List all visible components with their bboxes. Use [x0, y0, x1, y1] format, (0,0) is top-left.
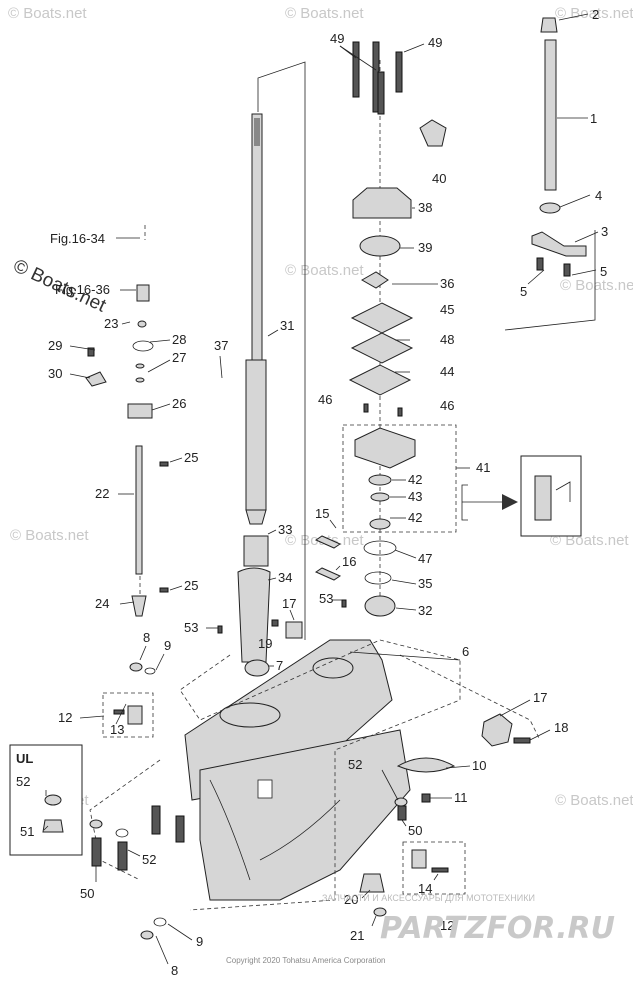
- callouts: 2 1 4 3 5 5 49 49 40 38 39 36 45 48 44 4…: [16, 7, 608, 978]
- trim-tab: [396, 713, 531, 803]
- callout-31: 31: [280, 318, 294, 333]
- callout-23: 23: [104, 316, 118, 331]
- callout-52: 52: [348, 757, 362, 772]
- watermark: © Boats.net: [285, 262, 364, 279]
- callout-46: 46: [440, 398, 454, 413]
- callout-1: 1: [590, 111, 597, 126]
- callout-38: 38: [418, 200, 432, 215]
- callout-41: 41: [476, 460, 490, 475]
- callout-29: 29: [48, 338, 62, 353]
- callout-28: 28: [172, 332, 186, 347]
- callout-44: 44: [440, 364, 454, 379]
- shift-parts: [85, 284, 169, 617]
- callout-8: 8: [171, 963, 178, 978]
- watermark: © Boats.net: [555, 5, 633, 22]
- brand-logo-text: PARTZFOR.RU: [380, 911, 615, 946]
- fig-ref: Fig.16-36: [55, 282, 110, 297]
- callout-11: 11: [454, 790, 468, 805]
- watermark: © Boats.net: [8, 5, 87, 22]
- fig-ref: Fig.16-34: [50, 231, 105, 246]
- callout-4: 4: [595, 188, 602, 203]
- callout-53: 53: [184, 620, 198, 635]
- callout-22: 22: [95, 486, 109, 501]
- water-pump-stack: [348, 41, 447, 617]
- callout-15: 15: [315, 506, 329, 521]
- callout-2: 2: [592, 7, 599, 22]
- watermark: © Boats.net: [560, 277, 633, 294]
- ul-box: UL: [9, 744, 83, 856]
- keys: [217, 535, 347, 639]
- inset-box-14: [402, 841, 466, 895]
- callout-19: 19: [258, 636, 272, 651]
- callout-34: 34: [278, 570, 292, 585]
- part-pipe: [531, 17, 587, 277]
- dashed-outlines: [89, 639, 541, 911]
- callout-24: 24: [95, 596, 109, 611]
- callout-33: 33: [278, 522, 292, 537]
- lower-fasteners: [89, 662, 408, 940]
- callout-32: 32: [418, 603, 432, 618]
- callout-36: 36: [440, 276, 454, 291]
- callout-42: 42: [408, 510, 422, 525]
- callout-17: 17: [533, 690, 547, 705]
- callout-6: 6: [462, 644, 469, 659]
- callout-9: 9: [164, 638, 171, 653]
- callout-35: 35: [418, 576, 432, 591]
- callout-46: 46: [318, 392, 332, 407]
- callout-51: 51: [20, 824, 34, 839]
- callout-12: 12: [440, 918, 454, 933]
- detail-box-41: [342, 424, 582, 537]
- callout-18: 18: [554, 720, 568, 735]
- callout-50: 50: [80, 886, 94, 901]
- callout-50: 50: [408, 823, 422, 838]
- callout-53: 53: [319, 591, 333, 606]
- callout-52: 52: [16, 774, 30, 789]
- callout-30: 30: [48, 366, 62, 381]
- callout-52: 52: [142, 852, 156, 867]
- callout-9: 9: [196, 934, 203, 949]
- callout-13: 13: [110, 722, 124, 737]
- callout-37: 37: [214, 338, 228, 353]
- callout-49: 49: [330, 31, 344, 46]
- callout-21: 21: [350, 928, 364, 943]
- callout-27: 27: [172, 350, 186, 365]
- callout-5: 5: [520, 284, 527, 299]
- gear-case-housing: [184, 639, 411, 901]
- brand-tagline: ЗАПЧАСТИ И АКСЕССУАРЫ ДЛЯ МОТОТЕХНИКИ: [322, 893, 535, 903]
- callout-49: 49: [428, 35, 442, 50]
- callout-3: 3: [601, 224, 608, 239]
- callout-26: 26: [172, 396, 186, 411]
- inset-box-13: [102, 692, 154, 738]
- callout-14: 14: [418, 881, 432, 896]
- fig-references: Fig.16-34 Fig.16-36: [50, 231, 140, 297]
- driveshaft: [245, 113, 267, 525]
- callout-17: 17: [282, 596, 296, 611]
- callout-25: 25: [184, 450, 198, 465]
- callout-40: 40: [432, 171, 446, 186]
- copyright: Copyright 2020 Tohatsu America Corporati…: [226, 956, 386, 965]
- leader-lines: [43, 13, 599, 965]
- callout-20: 20: [344, 892, 358, 907]
- watermark: © Boats.net: [555, 792, 633, 809]
- callout-10: 10: [472, 758, 486, 773]
- callout-43: 43: [408, 489, 422, 504]
- ul-title: UL: [16, 751, 33, 766]
- callout-5: 5: [600, 264, 607, 279]
- callout-8: 8: [143, 630, 150, 645]
- callout-48: 48: [440, 332, 454, 347]
- watermark: © Boats.net: [285, 5, 364, 22]
- callout-39: 39: [418, 240, 432, 255]
- callout-45: 45: [440, 302, 454, 317]
- watermark: © Boats.net: [10, 527, 89, 544]
- branding: ЗАПЧАСТИ И АКСЕССУАРЫ ДЛЯ МОТОТЕХНИКИ PA…: [226, 893, 615, 965]
- callout-47: 47: [418, 551, 432, 566]
- callout-16: 16: [342, 554, 356, 569]
- callout-12: 12: [58, 710, 72, 725]
- bearing-stack: [237, 535, 271, 677]
- callout-7: 7: [276, 658, 283, 673]
- callout-42: 42: [408, 472, 422, 487]
- callout-25: 25: [184, 578, 198, 593]
